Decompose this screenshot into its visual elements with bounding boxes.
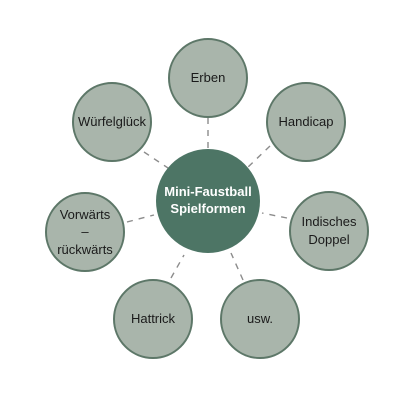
node-vorwaerts-rueckwaerts: Vorwärts – rückwärts: [45, 192, 125, 272]
center-node: Mini-Faustball Spielformen: [156, 149, 260, 253]
connector-usw: [230, 252, 244, 281]
node-label: Handicap: [278, 114, 334, 130]
connector-vorwaerts-rueckwaerts: [126, 214, 155, 223]
node-label: Indisches Doppel: [301, 214, 357, 247]
node-label: Hattrick: [130, 311, 176, 327]
connectors: [126, 118, 288, 281]
connector-indisches-doppel: [261, 212, 288, 219]
node-label: Vorwärts – rückwärts: [57, 206, 113, 257]
connector-hattrick: [170, 254, 185, 279]
connector-handicap: [246, 145, 271, 169]
node-label: usw.: [246, 311, 273, 327]
node-label: Würfelglück: [78, 114, 146, 130]
center-label: Mini-Faustball Spielformen: [164, 184, 252, 216]
node-wuerfelglueck: Würfelglück: [72, 82, 152, 162]
node-label: Erben: [190, 70, 226, 86]
node-hattrick: Hattrick: [113, 279, 193, 359]
node-indisches-doppel: Indisches Doppel: [289, 191, 369, 271]
node-erben: Erben: [168, 38, 248, 118]
connector-wuerfelglueck: [143, 151, 169, 169]
node-handicap: Handicap: [266, 82, 346, 162]
node-usw: usw.: [220, 279, 300, 359]
